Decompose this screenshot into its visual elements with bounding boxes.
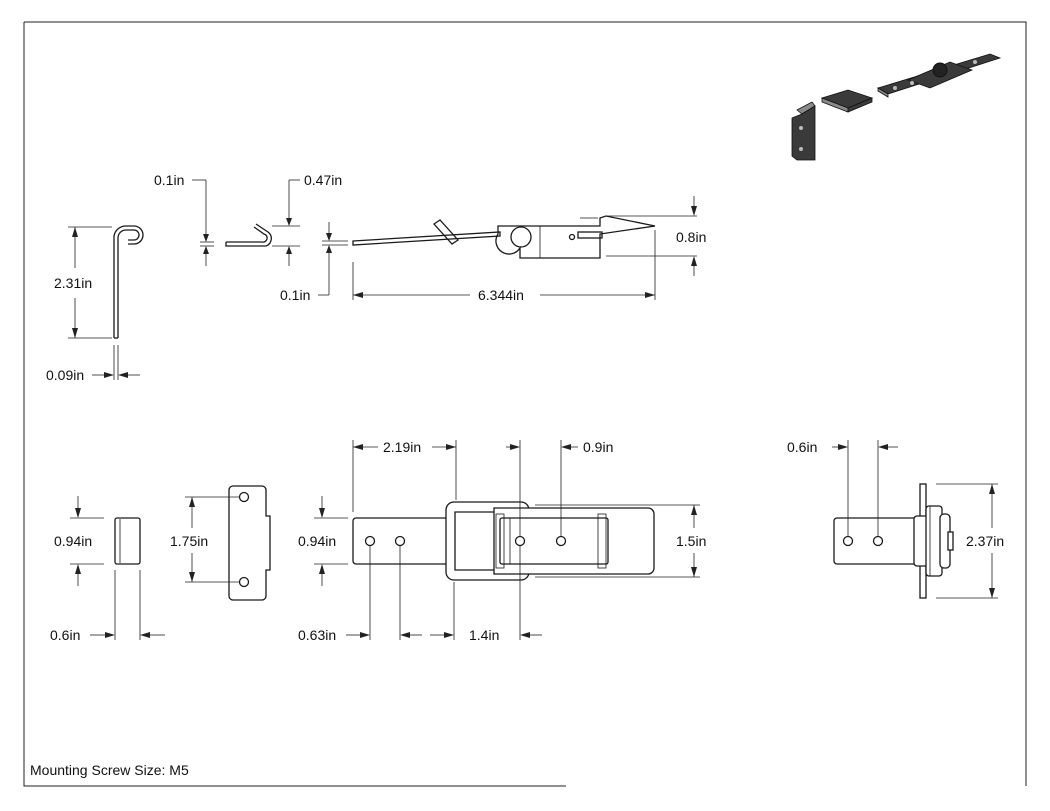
dimension-keeper-gap: 0.1in (154, 172, 214, 266)
keeper-side-view (225, 223, 272, 247)
dimension-end-height: 2.37in (936, 483, 1004, 599)
keeper-plan-view (228, 485, 271, 601)
plan-length-label: 2.19in (383, 439, 421, 455)
keeper-gap-label: 0.1in (154, 172, 184, 188)
plan-hole-offset-label: 0.63in (298, 627, 336, 643)
hook-side-view (113, 225, 144, 339)
mounting-screw-note: Mounting Screw Size: M5 (30, 762, 189, 778)
dimension-latch-length: 6.344in (352, 230, 656, 303)
latch-end-view (833, 483, 954, 599)
dimension-plan-width: 1.5in (535, 504, 706, 578)
plan-width-label: 1.5in (676, 533, 706, 549)
plan-height-label: 0.94in (298, 533, 336, 549)
dimension-bar-height: 0.94in (54, 496, 104, 586)
dimension-latch-height: 0.8in (606, 196, 706, 276)
dimension-end-hole-spacing: 0.6in (787, 439, 898, 536)
hook-end-view (114, 517, 141, 565)
latch-side-view (352, 215, 656, 259)
dimension-keeper-hole-spacing: 1.75in (170, 496, 240, 583)
keeper-depth-label: 0.47in (304, 172, 342, 188)
dimension-plan-hole-spacing: 0.9in (506, 439, 613, 536)
end-height-label: 2.37in (966, 533, 1004, 549)
bar-width-label: 0.6in (50, 627, 80, 643)
dimension-hook-thickness: 0.09in (46, 345, 140, 383)
dimension-latch-offset: 0.1in (280, 222, 348, 303)
dimension-plan-hole-offset: 0.63in (298, 546, 422, 643)
latch-height-label: 0.8in (676, 229, 706, 245)
drawing-border (24, 21, 1027, 786)
latch-plan-view (352, 501, 655, 581)
drawing-border-left (23, 22, 566, 787)
isometric-view (791, 53, 1002, 161)
end-hole-spacing-label: 0.6in (787, 439, 817, 455)
plan-hole-spacing-label: 0.9in (583, 439, 613, 455)
dimension-plan-height: 0.94in (298, 496, 348, 586)
latch-length-label: 6.344in (478, 287, 524, 303)
latch-offset-label: 0.1in (280, 287, 310, 303)
hook-thickness-label: 0.09in (46, 367, 84, 383)
dimension-plan-offset: 1.4in (430, 546, 542, 643)
hook-height-label: 2.31in (54, 275, 92, 291)
plan-offset-label: 1.4in (469, 627, 499, 643)
bar-height-label: 0.94in (54, 533, 92, 549)
dimension-bar-width: 0.6in (50, 570, 165, 643)
dimension-keeper-depth: 0.47in (272, 172, 342, 266)
dimension-hook-height: 2.31in (54, 226, 112, 339)
dimension-plan-length: 2.19in (352, 439, 457, 512)
keeper-hole-spacing-label: 1.75in (170, 533, 208, 549)
